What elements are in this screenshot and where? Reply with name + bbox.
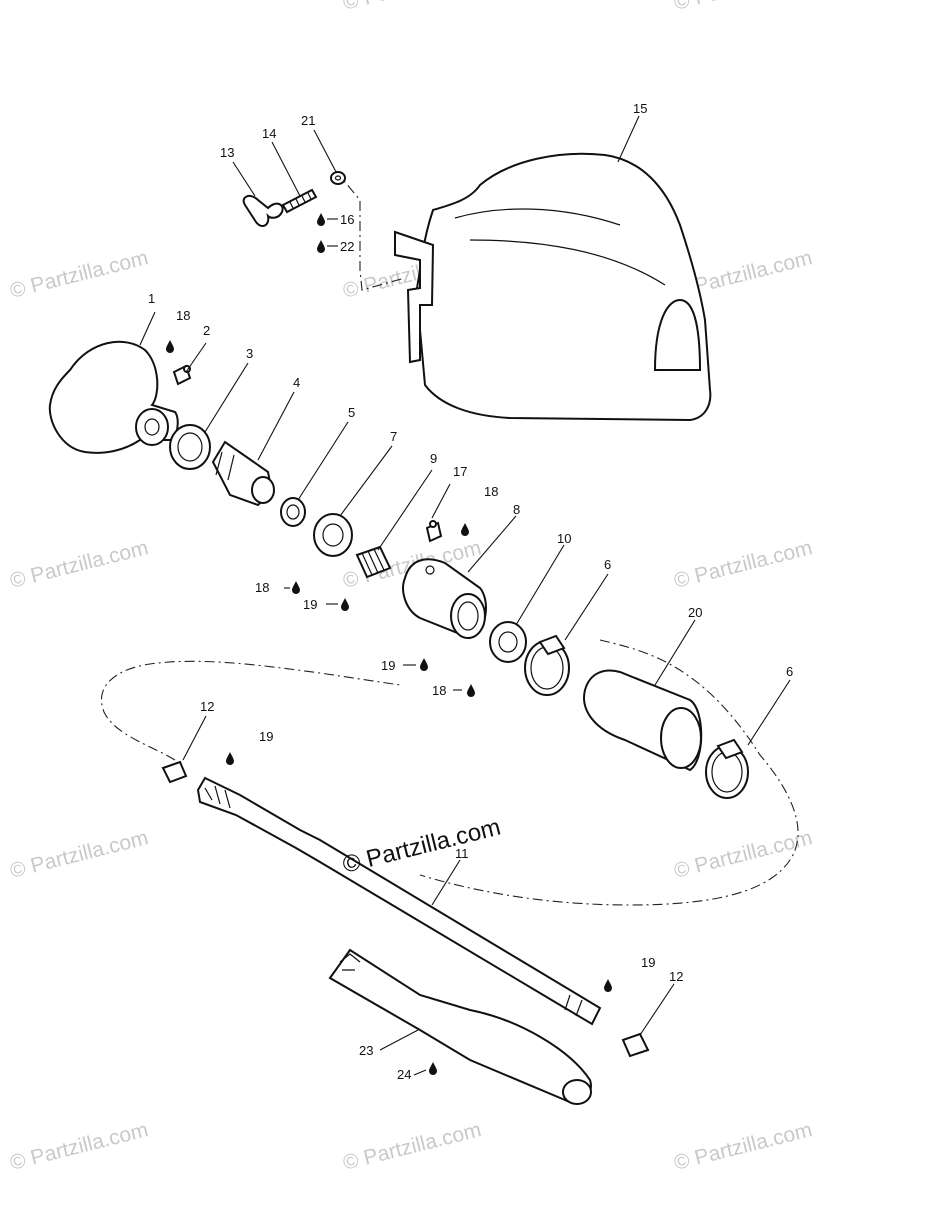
lubricant-drop-icon: [317, 213, 325, 226]
part-12-cap-a: [161, 760, 188, 784]
callout-12: 12: [200, 699, 214, 714]
lubricant-drop-icon: [317, 240, 325, 253]
watermark-text: © Partzilla.com: [341, 0, 484, 15]
callout-5: 5: [348, 405, 355, 420]
part-15-cover: [394, 152, 712, 422]
callout-7: 7: [390, 429, 397, 444]
callout-1: 1: [148, 291, 155, 306]
lubricant-drop-icon: [226, 752, 234, 765]
callout-19: 19: [303, 597, 317, 612]
part-12-cap-b: [621, 1032, 650, 1058]
watermark-text: © Partzilla.com: [672, 0, 815, 15]
part-17-grease-fitting: [425, 520, 443, 543]
callout-14: 14: [262, 126, 276, 141]
callout-3: 3: [246, 346, 253, 361]
lubricant-drop-icon: [461, 523, 469, 536]
callout-24: 24: [397, 1067, 411, 1082]
part-13-wing-nut: [242, 194, 284, 227]
lubricant-drop-icon: [604, 979, 612, 992]
watermark-text: © Partzilla.com: [8, 536, 151, 593]
callout-10: 10: [557, 531, 571, 546]
lubricant-drop-icon: [467, 684, 475, 697]
callout-20: 20: [688, 605, 702, 620]
callout-18: 18: [484, 484, 498, 499]
lubricant-drop-icon: [341, 598, 349, 611]
callout-19: 19: [259, 729, 273, 744]
watermark-text: © Partzilla.com: [672, 1118, 815, 1175]
callout-4: 4: [293, 375, 300, 390]
callout-18: 18: [176, 308, 190, 323]
watermark-text: © Partzilla.com: [8, 246, 151, 303]
part-5-ring: [280, 497, 306, 527]
callout-21: 21: [301, 113, 315, 128]
assembly-outline-lower: [100, 639, 799, 906]
callout-18: 18: [432, 683, 446, 698]
callout-19: 19: [381, 658, 395, 673]
callout-6: 6: [604, 557, 611, 572]
watermark-text: © Partzilla.com: [8, 1118, 151, 1175]
callout-16: 16: [340, 212, 354, 227]
lubricant-drop-icon: [292, 581, 300, 594]
lubricant-drop-icon: [166, 340, 174, 353]
callout-19: 19: [641, 955, 655, 970]
watermark-text: © Partzilla.com: [341, 1118, 484, 1175]
callout-2: 2: [203, 323, 210, 338]
part-3-clamp: [169, 424, 211, 470]
lubricant-drop-icon: [429, 1062, 437, 1075]
part-10-seal: [489, 621, 527, 663]
callout-6: 6: [786, 664, 793, 679]
assembly-outline-upper: [334, 169, 406, 291]
part-2-grease-fitting: [172, 364, 192, 386]
callout-9: 9: [430, 451, 437, 466]
watermark-text: © Partzilla.com: [672, 536, 815, 593]
callout-22: 22: [340, 239, 354, 254]
part-8-bearing-housing: [402, 558, 487, 640]
partzilla-watermark-main: © Partzilla.com: [340, 814, 503, 879]
part-7-seal: [313, 513, 353, 557]
watermark-text: © Partzilla.com: [8, 826, 151, 883]
lubricant-drop-icon: [420, 658, 428, 671]
part-23-tool: [328, 948, 592, 1105]
part-9-bearing: [355, 545, 392, 579]
part-4-bellows: [211, 440, 275, 507]
part-6-hose-clamp-a: [524, 634, 570, 696]
part-20-hose: [583, 669, 703, 772]
callout-13: 13: [220, 145, 234, 160]
callout-12: 12: [669, 969, 683, 984]
part-11-drive-shaft: [196, 776, 602, 1026]
callout-18: 18: [255, 580, 269, 595]
leader-lines: [139, 115, 791, 1076]
callout-8: 8: [513, 502, 520, 517]
callout-11: 11: [455, 846, 469, 861]
part-6-hose-clamp-b: [705, 738, 749, 799]
callout-15: 15: [633, 101, 647, 116]
callout-17: 17: [453, 464, 467, 479]
part-14-stud: [281, 188, 318, 214]
callout-23: 23: [359, 1043, 373, 1058]
callout-labels: 1 18 2 3 4 5 7 9 17 18 8 10 6 20 6 18 19…: [148, 101, 793, 1082]
part-21-washer: [330, 171, 346, 185]
part-1-housing: [48, 340, 179, 454]
